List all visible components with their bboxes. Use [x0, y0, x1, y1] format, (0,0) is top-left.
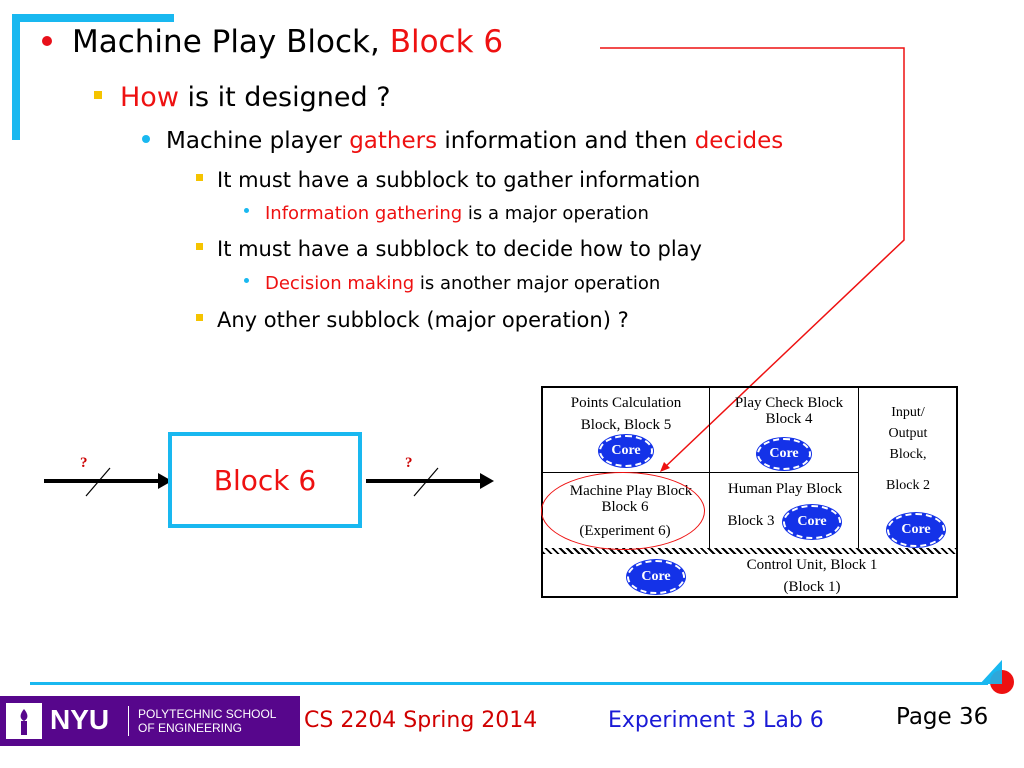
grid-line [709, 388, 710, 550]
io-line4: Block 2 [886, 478, 930, 493]
small-blue-dot-icon [244, 277, 249, 283]
subblock-gather-line: It must have a subblock to gather inform… [196, 168, 700, 192]
experiment-label: Experiment 3 Lab 6 [608, 708, 824, 733]
grid-line [858, 388, 859, 550]
machine-player-line: Machine player gathers information and t… [142, 128, 783, 154]
page-number: Page 36 [896, 704, 989, 730]
decision-making-line: Decision making is another major operati… [244, 273, 660, 294]
flow-arrows [44, 467, 494, 497]
output-unknown-mark: ? [405, 455, 413, 471]
nyu-logo: NYU POLYTECHNIC SCHOOL OF ENGINEERING [0, 696, 300, 746]
points-calc-block: Block, Block 5 [580, 417, 672, 433]
yellow-square-bullet-icon [94, 90, 102, 99]
core-icon: Core [599, 435, 653, 467]
io-line2: Output [888, 426, 928, 441]
title-prefix: Machine Play Block, [72, 24, 390, 60]
corner-accent-horizontal [12, 14, 174, 22]
corner-accent-vertical [12, 14, 20, 140]
slide-title: Machine Play Block, Block 6 [42, 24, 503, 60]
io-line1: Input/ [891, 405, 925, 420]
info-gathering-highlight: Information gathering [265, 203, 463, 224]
control-unit-cell: Control Unit, Block 1 (Block 1) [727, 556, 897, 596]
machine-player-text: Machine player [166, 128, 350, 154]
io-line3: Block, [889, 447, 927, 462]
blue-bullet-icon [142, 134, 150, 143]
other-subblock-line: Any other subblock (major operation) ? [196, 308, 629, 332]
yellow-square-bullet-icon [196, 242, 203, 250]
other-subblock-text: Any other subblock (major operation) ? [217, 308, 629, 332]
decision-making-highlight: Decision making [265, 273, 415, 294]
core-icon: Core [783, 505, 841, 539]
human-play-title: Human Play Block [727, 481, 843, 497]
title-highlight: Block 6 [389, 24, 504, 60]
small-blue-dot-icon [244, 207, 249, 213]
human-play-cell: Human Play Block [717, 480, 853, 498]
how-highlight: How [120, 82, 179, 113]
control-unit-block: (Block 1) [783, 579, 841, 595]
core-icon: Core [757, 438, 811, 470]
control-unit-title: Control Unit, Block 1 [746, 557, 878, 573]
decides-highlight: decides [694, 128, 784, 154]
play-check-block: Block 4 [765, 411, 813, 427]
torch-icon [6, 703, 42, 739]
io-cell: Input/ Output Block, Block 2 [863, 402, 953, 496]
grid-line [543, 472, 859, 473]
hatched-divider [543, 548, 956, 554]
logo-divider [128, 706, 129, 736]
decision-making-rest: is another major operation [414, 273, 661, 294]
yellow-square-bullet-icon [196, 313, 203, 321]
points-calc-title: Points Calculation [570, 395, 682, 411]
highlight-ellipse [541, 472, 705, 550]
yellow-square-bullet-icon [196, 173, 203, 181]
red-bullet-icon [42, 35, 52, 46]
corner-ornament-icon [980, 660, 1014, 694]
course-label: CS 2204 Spring 2014 [304, 708, 538, 733]
info-gathering-rest: is a major operation [462, 203, 649, 224]
subblock-gather-text: It must have a subblock to gather inform… [217, 168, 701, 192]
core-icon: Core [887, 513, 945, 547]
school-line1: POLYTECHNIC SCHOOL [138, 707, 277, 721]
play-check-title: Play Check Block [734, 395, 844, 411]
architecture-diagram: Points Calculation Block, Block 5 Core P… [541, 386, 958, 598]
subblock-decide-line: It must have a subblock to decide how to… [196, 237, 702, 261]
how-rest: is it designed ? [178, 82, 391, 113]
nyu-wordmark: NYU [50, 704, 110, 735]
school-line2: OF ENGINEERING [138, 721, 243, 735]
school-name: POLYTECHNIC SCHOOL OF ENGINEERING [138, 707, 276, 735]
input-unknown-mark: ? [80, 455, 88, 471]
footer-divider [30, 682, 988, 685]
gathers-highlight: gathers [349, 128, 438, 154]
info-gathering-line: Information gathering is a major operati… [244, 203, 649, 224]
block6-label: Block 6 [213, 463, 317, 497]
block6-box: Block 6 [168, 432, 362, 528]
how-designed-line: How is it designed ? [94, 82, 391, 113]
core-icon: Core [627, 560, 685, 594]
human-play-block: Block 3 [727, 513, 775, 529]
play-check-cell: Play Check Block Block 4 [717, 394, 861, 428]
info-then-text: information and then [437, 128, 695, 154]
points-calc-cell: Points Calculation Block, Block 5 [551, 394, 701, 434]
subblock-decide-text: It must have a subblock to decide how to… [217, 237, 702, 261]
